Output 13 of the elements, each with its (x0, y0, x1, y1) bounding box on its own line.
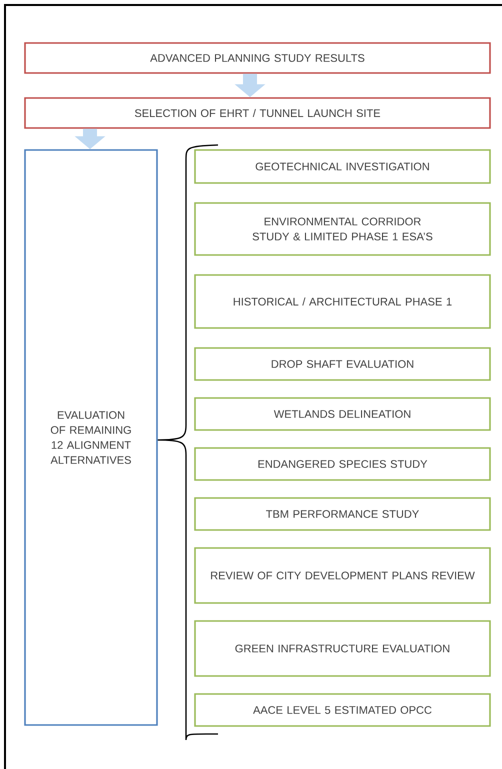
step-box: ADVANCED PLANNING STUDY RESULTS (24, 42, 491, 74)
evaluation-box: EVALUATION OF REMAINING 12 ALIGNMENT ALTERNATIVES (24, 149, 158, 726)
task-box: GEOTECHNICAL INVESTIGATION (194, 149, 491, 184)
task-box: GREEN INFRASTRUCTURE EVALUATION (194, 620, 491, 677)
task-box: WETLANDS DELINEATION (194, 397, 491, 431)
step-box: SELECTION OF EHRT / TUNNEL LAUNCH SITE (24, 97, 491, 129)
task-box: DROP SHAFT EVALUATION (194, 347, 491, 381)
task-box: TBM PERFORMANCE STUDY (194, 497, 491, 531)
task-box: REVIEW OF CITY DEVELOPMENT PLANS REVIEW (194, 547, 491, 604)
task-box: HISTORICAL / ARCHITECTURAL PHASE 1 (194, 274, 491, 329)
task-box: ENVIRONMENTAL CORRIDOR STUDY & LIMITED PHASE 1 ESA’S (194, 202, 491, 256)
task-box: ENDANGERED SPECIES STUDY (194, 447, 491, 481)
task-box: AACE LEVEL 5 ESTIMATED OPCC (194, 693, 491, 727)
